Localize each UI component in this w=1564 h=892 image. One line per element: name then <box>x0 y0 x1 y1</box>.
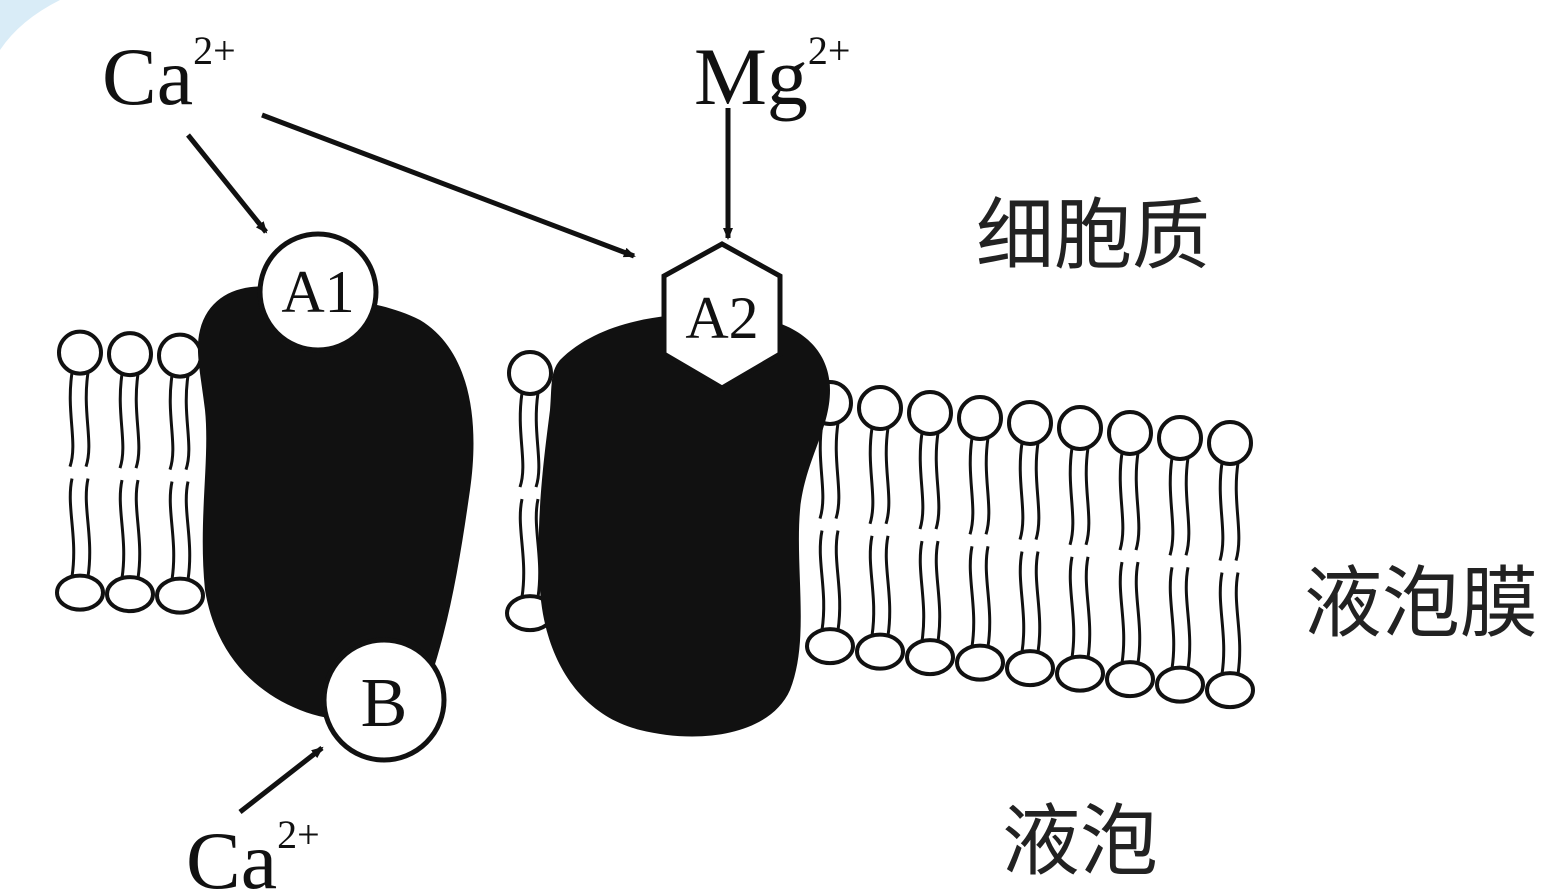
lipid-tail <box>820 531 823 631</box>
label-vacuole-membrane: 液泡膜 <box>1304 559 1538 649</box>
lipid-tail <box>170 482 173 580</box>
lipid-head-outer <box>509 352 551 394</box>
lipid-head-inner <box>1007 651 1053 685</box>
lipid-head-outer <box>1109 412 1151 454</box>
lipid-tail <box>1086 557 1089 658</box>
lipid-head-inner <box>957 646 1003 680</box>
lipid-tail <box>1236 463 1239 561</box>
lipid-tail <box>836 531 839 631</box>
lipid-tail <box>120 480 123 578</box>
lipid-tail <box>1020 443 1023 540</box>
lipid-tail <box>136 480 139 578</box>
lipid-tail <box>1170 567 1173 668</box>
lipid-tail <box>1070 557 1073 658</box>
site-a1: A1 <box>260 234 376 350</box>
lipid-tail <box>870 428 873 524</box>
lipid-head-outer <box>1209 422 1251 464</box>
label-vacuole: 液泡 <box>1002 797 1158 887</box>
lipid-tail <box>86 479 89 577</box>
ion-ca-bottom: Ca2+ <box>186 812 320 892</box>
lipid-tail <box>1086 448 1089 545</box>
site-b: B <box>324 640 444 760</box>
label-cytoplasm: 细胞质 <box>976 191 1210 281</box>
lipid-head-outer <box>859 387 901 429</box>
lipid-head-inner <box>1107 662 1153 696</box>
lipid-head-outer <box>109 333 151 375</box>
lipid-tail <box>170 376 173 470</box>
lipid-tail <box>1120 453 1123 550</box>
lipid-tail <box>520 499 523 597</box>
lipid-tail <box>970 546 973 646</box>
ion-ca-top: Ca2+ <box>102 28 236 122</box>
lipid-tail <box>870 536 873 636</box>
lipid-tail <box>1220 463 1223 561</box>
lipid-tail <box>920 433 923 529</box>
lipid-tail <box>1186 458 1189 555</box>
lipid-head-outer <box>1059 407 1101 449</box>
lipid-head-inner <box>1157 668 1203 702</box>
lipid-tail <box>886 428 889 524</box>
transport-protein-1 <box>198 286 474 720</box>
lipid-head-outer <box>159 335 201 377</box>
lipid-tail <box>1136 453 1139 550</box>
lipid-tail <box>1070 448 1073 545</box>
lipid-tail <box>1020 552 1023 653</box>
lipid-tail <box>836 423 839 519</box>
lipid-tail <box>70 373 73 467</box>
lipid-head-inner <box>857 635 903 669</box>
lipid-tail <box>936 541 939 641</box>
lipid-head-inner <box>57 576 103 610</box>
lipid-tail <box>1120 562 1123 663</box>
site-b-label: B <box>361 665 408 742</box>
lipid-tail <box>936 433 939 529</box>
lipid-tail <box>136 374 139 468</box>
lipid-tail <box>1136 562 1139 663</box>
lipid-head-inner <box>157 579 203 613</box>
lipid-head-outer <box>59 332 101 374</box>
lipid-tail <box>986 438 989 534</box>
lipid-tail <box>536 393 539 487</box>
lipid-head-inner <box>1057 657 1103 691</box>
lipid-tail <box>1186 567 1189 668</box>
site-a2: A2 <box>664 244 780 388</box>
lipid-tail <box>120 374 123 468</box>
lipid-head-outer <box>909 392 951 434</box>
lipid-head-outer <box>959 397 1001 439</box>
arrow-ca-to-b <box>240 748 322 812</box>
transport-protein-2 <box>539 314 830 737</box>
lipid-head-inner <box>107 577 153 611</box>
lipid-head-inner <box>1207 673 1253 707</box>
lipid-tail <box>1220 573 1223 675</box>
lipid-tail <box>86 373 89 467</box>
lipid-tail <box>186 482 189 580</box>
lipid-tail <box>1236 573 1239 675</box>
ion-mg-top: Mg2+ <box>694 28 850 122</box>
lipid-tail <box>70 479 73 577</box>
corner-artifact <box>0 0 60 50</box>
lipid-tail <box>970 438 973 534</box>
lipid-head-outer <box>1009 402 1051 444</box>
lipid-tail <box>520 393 523 487</box>
lipid-tail <box>920 541 923 641</box>
lipid-tail <box>1036 443 1039 540</box>
lipid-tail <box>1170 458 1173 555</box>
lipid-head-inner <box>907 640 953 674</box>
site-a1-label: A1 <box>281 259 354 325</box>
lipid-tail <box>186 376 189 470</box>
lipid-tail <box>886 536 889 636</box>
lipid-head-inner <box>807 629 853 663</box>
lipid-tail <box>986 546 989 646</box>
arrow-ca-to-a1 <box>188 135 266 232</box>
site-a2-label: A2 <box>685 285 758 351</box>
lipid-head-outer <box>1159 417 1201 459</box>
lipid-tail <box>820 423 823 519</box>
lipid-tail <box>1036 552 1039 653</box>
